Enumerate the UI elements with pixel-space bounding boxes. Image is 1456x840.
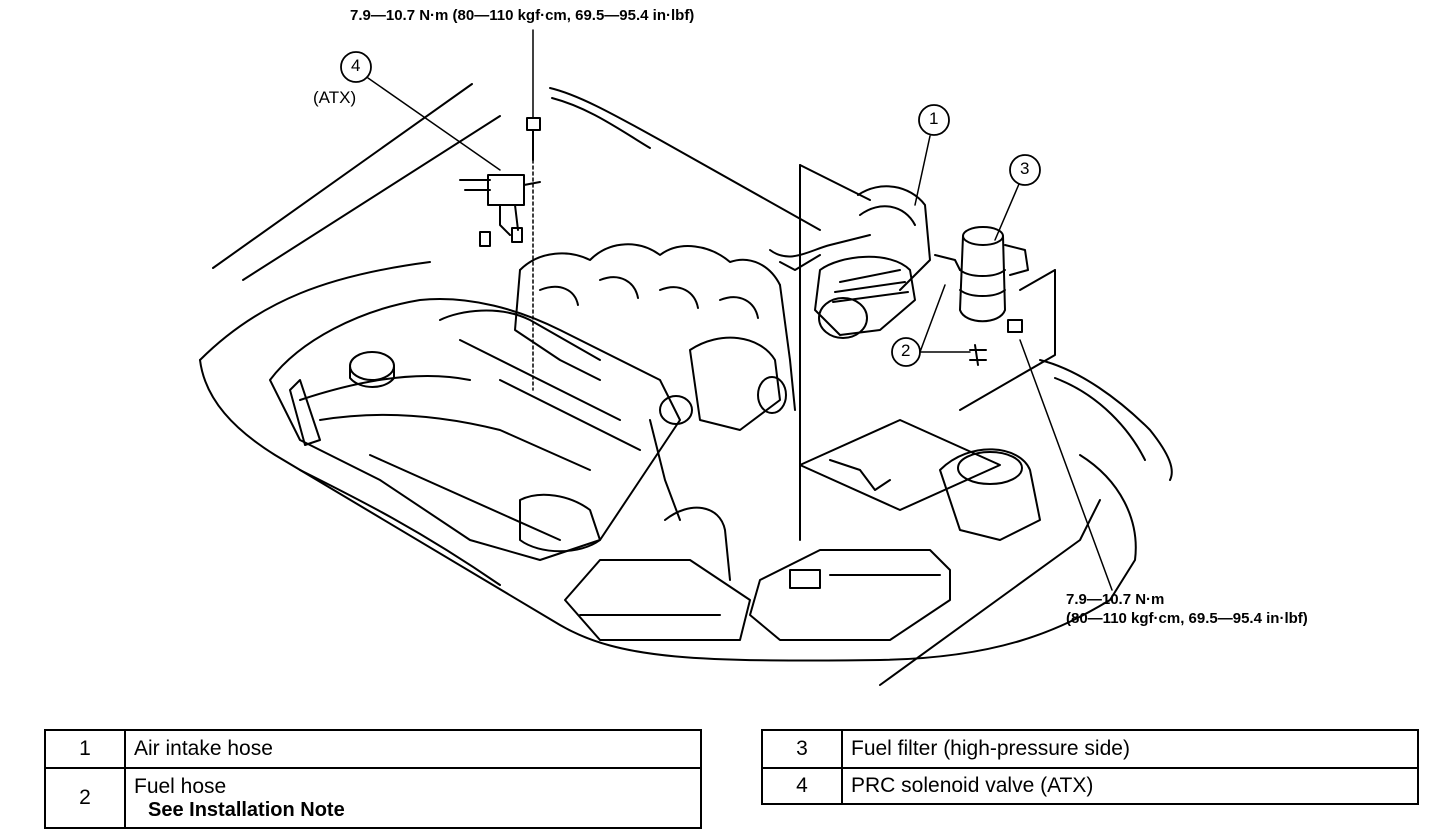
- legend-name: Fuel filter (high-pressure side): [841, 729, 1419, 769]
- callout-circles: [340, 51, 1041, 367]
- legend-number: 2: [44, 767, 126, 829]
- callout-number-3: 3: [1020, 159, 1030, 178]
- callout-number-2: 2: [901, 341, 911, 360]
- engine-block: [269, 298, 681, 561]
- callout-circle-1: [918, 104, 950, 136]
- legend-name: Air intake hose: [124, 729, 702, 769]
- callout-number-4: 4: [351, 56, 361, 75]
- legend-number: 1: [44, 729, 126, 769]
- callout-circle-4: [340, 51, 372, 83]
- legend-row: 4 PRC solenoid valve (ATX): [761, 767, 1419, 805]
- leader-lines: [367, 29, 1113, 591]
- callout-circle-2: [891, 337, 921, 367]
- legend-number: 3: [761, 729, 843, 769]
- prc-solenoid-valve: [459, 117, 541, 247]
- lower-components: [564, 448, 1041, 641]
- torque-spec-right-line1: 7.9—10.7 N·m: [1066, 591, 1165, 608]
- callout-qualifier-atx: (ATX): [313, 88, 357, 107]
- legend-number: 4: [761, 767, 843, 805]
- torque-spec-right-line2: (80—110 kgf·cm, 69.5—95.4 in·lbf): [1066, 610, 1308, 627]
- legend-row: 3 Fuel filter (high-pressure side): [761, 729, 1419, 769]
- legend-note: See Installation Note: [148, 799, 345, 821]
- legend-cell: Fuel hose See Installation Note: [124, 767, 702, 829]
- intake-manifold: [514, 243, 796, 581]
- vehicle-body-outline: [199, 83, 1173, 686]
- torque-spec-top: 7.9—10.7 N·m (80—110 kgf·cm, 69.5—95.4 i…: [350, 7, 695, 24]
- air-intake-hose: [769, 185, 931, 339]
- legend-table-left: 1 Air intake hose 2 Fuel hose See Instal…: [44, 729, 702, 829]
- legend-row: 1 Air intake hose: [44, 729, 702, 769]
- callout-circle-3: [1009, 154, 1041, 186]
- legend-row: 2 Fuel hose See Installation Note: [44, 767, 702, 829]
- mounting-panel: [799, 164, 1056, 541]
- legend-name: Fuel hose: [134, 775, 227, 798]
- callout-number-1: 1: [929, 109, 939, 128]
- fuel-filter: [959, 226, 1029, 333]
- legend-table-right: 3 Fuel filter (high-pressure side) 4 PRC…: [761, 729, 1419, 805]
- legend-name: PRC solenoid valve (ATX): [841, 767, 1419, 805]
- fuel-hose: [934, 254, 987, 366]
